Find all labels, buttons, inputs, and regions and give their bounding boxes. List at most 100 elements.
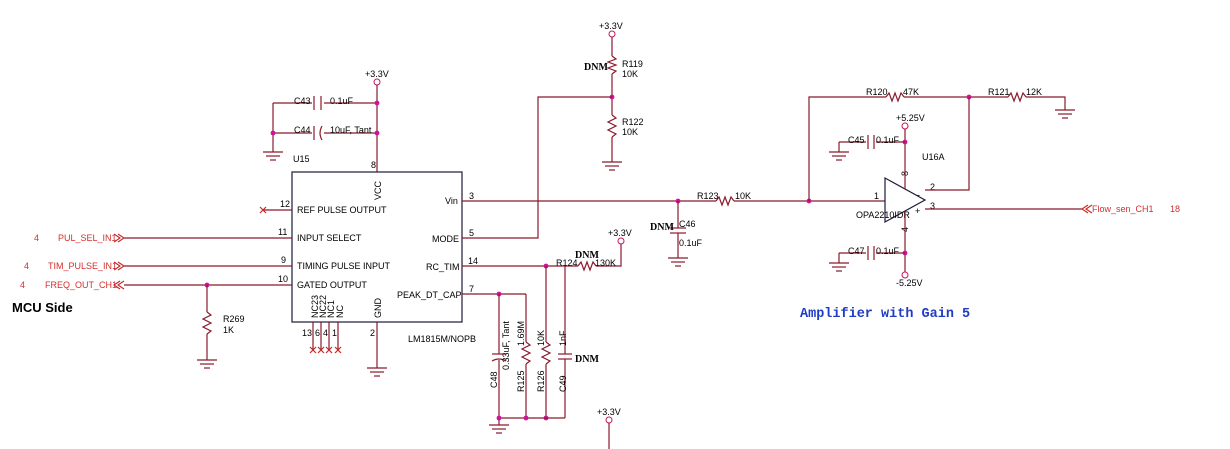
c44-ref: C44	[294, 125, 311, 135]
u15-pin-12-num: 12	[280, 199, 290, 209]
vin-network: R123 10K DNM C46 0.1uF	[462, 191, 885, 267]
c49-ref: C49	[558, 375, 568, 392]
r269-value: 1K	[223, 325, 234, 335]
power-rail-3v3-r124	[617, 237, 625, 245]
u15-part-number: LM1815M/NOPB	[408, 334, 476, 344]
nc-pin-num: 6	[315, 328, 320, 338]
ground-symbol	[263, 151, 283, 161]
input-arrow-icon	[1081, 204, 1093, 214]
u15-pin-nc1: NC1	[326, 300, 336, 318]
no-connect-mark	[259, 206, 267, 214]
r123-value: 10K	[735, 191, 751, 201]
r124-ref: R124	[556, 258, 578, 268]
r119-body	[606, 55, 618, 75]
power-rail-3v3-u15	[373, 78, 381, 86]
feedback-wire	[808, 96, 886, 201]
r269: R269 1K	[197, 282, 245, 369]
rail-label-neg: -5.25V	[896, 278, 923, 288]
r123-body	[715, 195, 735, 207]
junction	[374, 130, 380, 136]
u15-pin-vin: Vin	[445, 196, 458, 206]
nc-pin-num: 4	[323, 328, 328, 338]
ground-symbol	[197, 359, 217, 369]
ground-symbol	[829, 151, 849, 161]
net-tim-pulse-label: TIM_PULSE_IN1	[48, 261, 117, 271]
c43-ref: C43	[294, 96, 311, 106]
junction	[496, 415, 502, 421]
power-rail-3v3-bottom	[605, 416, 613, 424]
u15-decoupling: +3.3V C43 0.1uF C44 10uF, Tant U15	[263, 69, 389, 172]
amplifier-u16a: 1 2 3 - + OPA2210IDR U16A 8 4 R120 47K R…	[806, 87, 1180, 288]
rail-label-3v3-u15: +3.3V	[365, 69, 389, 79]
r121-value: 12K	[1026, 87, 1042, 97]
rail-label-pos: +5.25V	[896, 113, 925, 123]
u15-pin-gated-output: GATED OUTPUT	[297, 280, 367, 290]
u15-pin-7-num: 7	[469, 284, 474, 294]
u16-pin-3: 3	[930, 201, 935, 211]
nc-pin-num: 1	[332, 328, 337, 338]
ground-symbol	[829, 262, 849, 272]
c44-value: 10uF, Tant	[330, 125, 372, 135]
mode-divider: +3.3V DNM R119 10K R122 10K	[462, 21, 644, 239]
c46-dnm: DNM	[650, 222, 674, 233]
peak-dt-cap-network: 0.33uF, Tant C48 R125 1.69M	[462, 291, 565, 434]
output-arrow-icon	[113, 280, 125, 290]
neg-input-wire	[925, 97, 970, 191]
r119-dnm: DNM	[584, 62, 608, 73]
r124-dnm: DNM	[575, 250, 599, 261]
r124-body	[577, 260, 597, 272]
r126-ref: R126	[536, 370, 546, 392]
u15-pin-mode: MODE	[432, 234, 459, 244]
u16-minus: -	[917, 190, 920, 200]
u15-pin-3-num: 3	[469, 191, 474, 201]
c44-plate-b	[319, 125, 323, 141]
no-connect-marks	[309, 346, 342, 354]
net-flow-sen-num: 18	[1170, 204, 1180, 214]
u16-ref: U16A	[922, 152, 945, 162]
c48-ref: C48	[489, 371, 499, 388]
rail-label-3v3-r124: +3.3V	[608, 228, 632, 238]
c47-ref: C47	[848, 246, 865, 256]
junction	[270, 130, 276, 136]
net-flow-sen-label: Flow_sen_CH1	[1092, 204, 1154, 214]
r269-body	[201, 311, 213, 335]
r122-value: 10K	[622, 127, 638, 137]
net-freq-out-label: FREQ_OUT_CH1	[45, 280, 117, 290]
u15-pin-rc-tim: RC_TIM	[426, 262, 460, 272]
u15-pin-nc23: NC23	[310, 295, 320, 318]
power-rail-3v3-divider	[608, 30, 616, 38]
u15-ref: U15	[293, 154, 310, 164]
u15-pin-ref-pulse: REF PULSE OUTPUT	[297, 205, 387, 215]
r122-ref: R122	[622, 117, 644, 127]
u15-pin-timing-pulse: TIMING PULSE INPUT	[297, 261, 391, 271]
u16-pin-2: 2	[930, 182, 935, 192]
u15-pin-peak-dt-cap: PEAK_DT_CAP	[397, 290, 462, 300]
input-arrow-icon	[113, 261, 125, 271]
input-arrow-icon	[113, 233, 125, 243]
r125-ref: R125	[516, 370, 526, 392]
c43-value: 0.1uF	[330, 96, 354, 106]
r120-ref: R120	[866, 87, 888, 97]
r269-ref: R269	[223, 314, 245, 324]
r122-body	[606, 114, 618, 138]
c45-value: 0.1uF	[876, 135, 900, 145]
u15-pin-vcc-num: 8	[371, 160, 376, 170]
c49-value: 1nF	[558, 330, 568, 346]
r120-value: 47K	[903, 87, 919, 97]
rail-label-3v3-bottom: +3.3V	[597, 407, 621, 417]
r123-ref: R123	[697, 191, 719, 201]
net-pul-sel-label: PUL_SEL_IN1	[58, 233, 117, 243]
u15-pin-5-num: 5	[469, 228, 474, 238]
r125-body	[520, 341, 532, 365]
ground-symbol	[1055, 109, 1075, 119]
rc-tim-network: +3.3V DNM R124 130K R126 10K C49 1nF DNM	[462, 228, 632, 421]
c48-value: 0.33uF, Tant	[501, 321, 511, 370]
u15-pin-gnd-num: 2	[370, 328, 375, 338]
junction	[374, 100, 380, 106]
r121-ref: R121	[988, 87, 1010, 97]
power-rail-neg	[901, 271, 909, 279]
r124-value: 130K	[595, 258, 616, 268]
bottom-rail: +3.3V	[597, 407, 621, 449]
ground-symbol	[489, 424, 509, 434]
